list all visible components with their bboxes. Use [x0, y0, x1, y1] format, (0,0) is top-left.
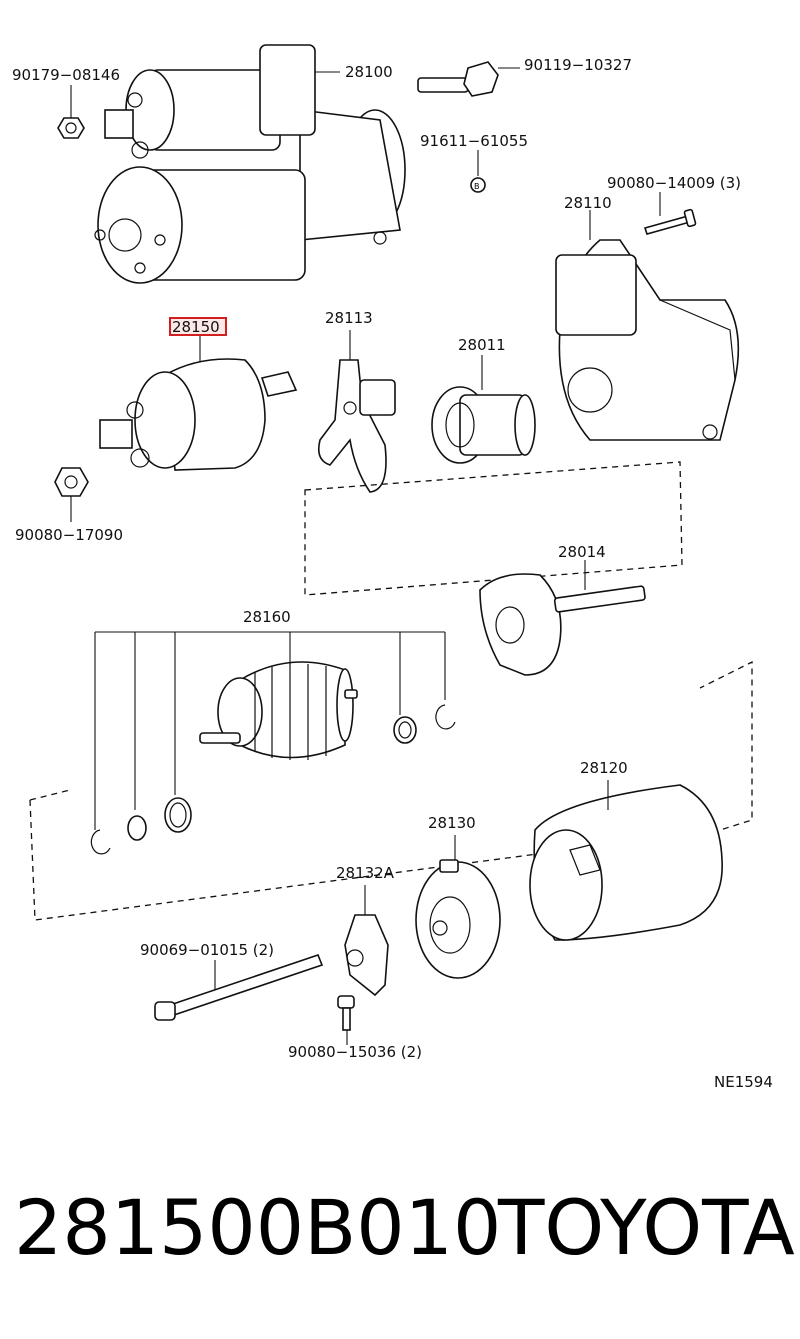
nut-90179-08146 — [57, 85, 85, 139]
starter-assembly — [94, 44, 406, 284]
label-28130: 28130 — [428, 814, 476, 832]
label-28011: 28011 — [458, 336, 506, 354]
label-28014: 28014 — [558, 543, 606, 561]
svg-text:B: B — [474, 182, 480, 191]
label-28100: 28100 — [345, 63, 393, 81]
screw-90080-15036 — [337, 995, 355, 1045]
yoke-28120 — [529, 780, 723, 941]
label-28150: 28150 — [172, 318, 220, 336]
bolt-90080-14009 — [643, 208, 697, 235]
solenoid-28150 — [99, 335, 298, 471]
group-outline-upper — [304, 461, 683, 596]
bracket-28132A — [344, 885, 389, 997]
label-28110: 28110 — [564, 194, 612, 212]
diagram-reference-code: NE1594 — [714, 1073, 773, 1091]
part-number-caption: 281500B010 — [14, 1183, 502, 1272]
nut-90080-17090 — [54, 467, 89, 522]
label-90080-15036: 90080−15036 (2) — [288, 1043, 422, 1061]
lever-28113 — [317, 330, 396, 493]
through-bolt-90069-01015 — [154, 953, 324, 1021]
bolt-90119-10327 — [417, 61, 520, 97]
shaft-28014 — [479, 560, 646, 676]
label-90080-17090: 90080−17090 — [15, 526, 123, 544]
end-frame-28130 — [415, 835, 501, 979]
label-90119-10327: 90119−10327 — [524, 56, 632, 74]
washer-rings — [90, 704, 456, 855]
clutch-28011 — [431, 355, 536, 464]
label-28132A: 28132A — [336, 864, 395, 882]
label-90080-14009: 90080−14009 (3) — [607, 174, 741, 192]
label-90069-01015: 90069−01015 (2) — [140, 941, 274, 959]
brand-caption: TOYOTA — [498, 1183, 795, 1272]
label-91611-61055: 91611−61055 — [420, 132, 528, 150]
armature-bracket — [94, 631, 446, 830]
label-28113: 28113 — [325, 309, 373, 327]
label-90179-08146: 90179−08146 — [12, 66, 120, 84]
group-outline-lower — [29, 660, 753, 921]
plug-91611-61055: B — [470, 150, 486, 193]
starter-housing-28110 — [555, 210, 740, 441]
armature-28160 — [199, 661, 358, 760]
label-28160: 28160 — [243, 608, 291, 626]
label-28120: 28120 — [580, 759, 628, 777]
highlight-box-28150 — [169, 317, 227, 336]
